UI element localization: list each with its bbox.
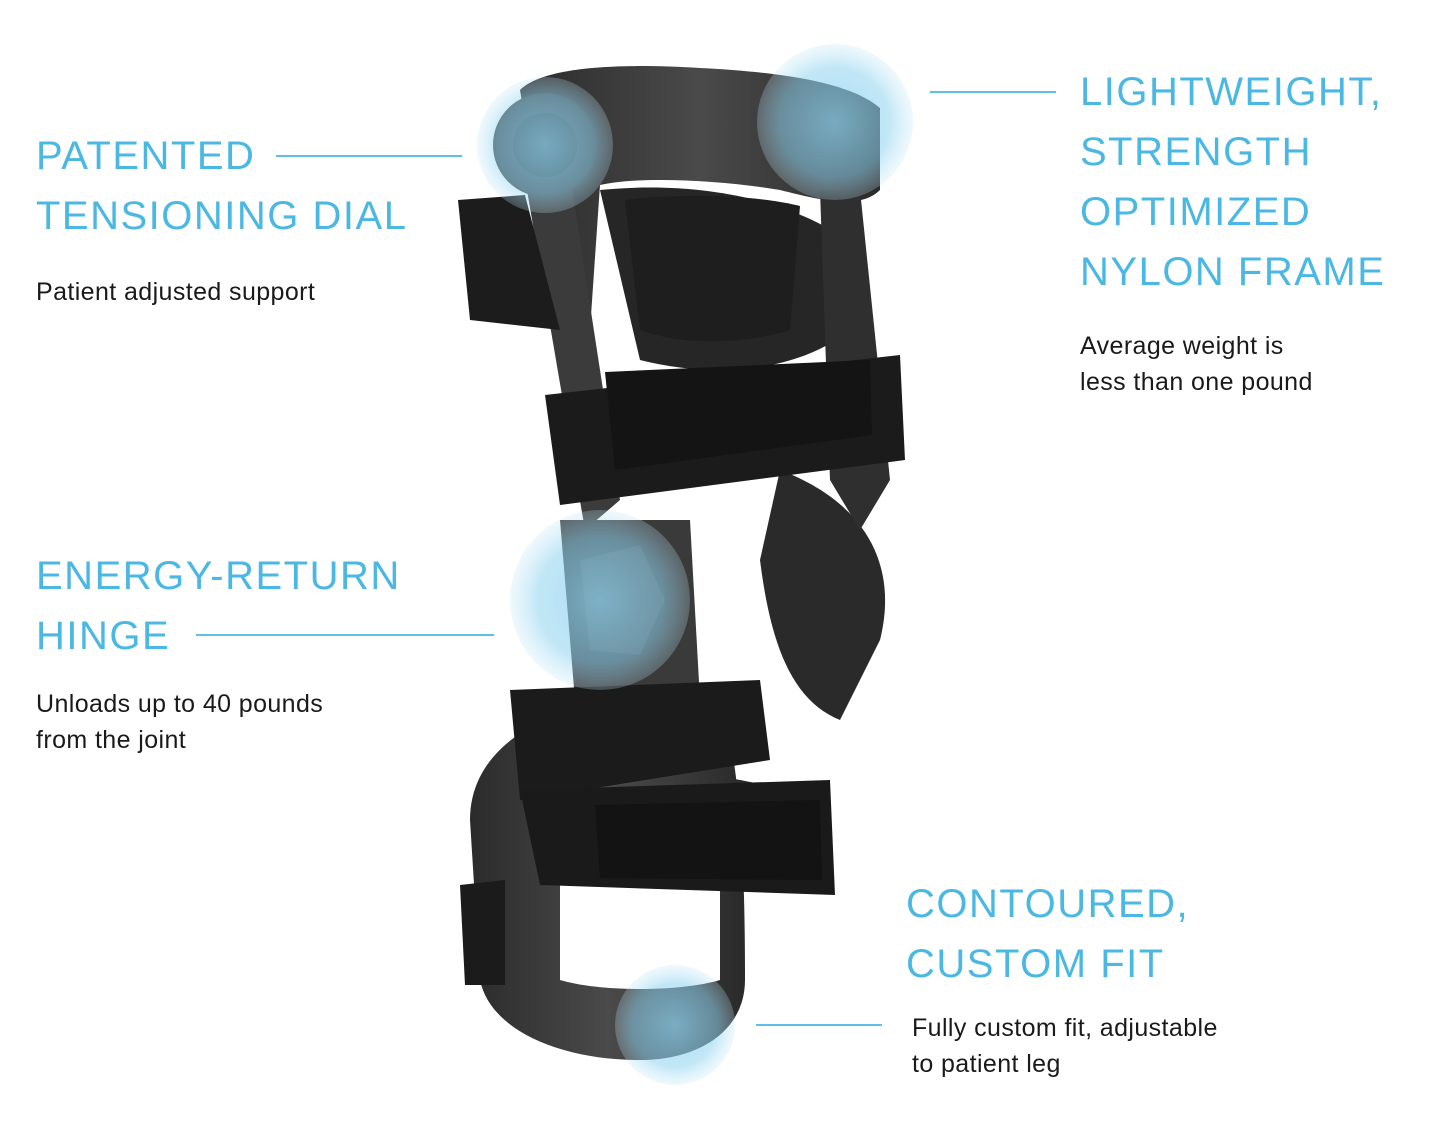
frame-title: LIGHTWEIGHT, STRENGTH OPTIMIZED NYLON FR… xyxy=(1080,70,1386,294)
fit-title: CONTOURED, CUSTOM FIT xyxy=(906,882,1190,986)
frame-callout-line xyxy=(930,91,1056,93)
frame-description: Average weight is less than one pound xyxy=(1080,332,1313,396)
frame-highlight xyxy=(757,44,913,200)
calf-strap-tab xyxy=(595,800,822,880)
hinge-title: ENERGY-RETURN HINGE xyxy=(36,554,401,658)
dial-title: PATENTED TENSIONING DIAL xyxy=(36,134,408,238)
shin-strap xyxy=(460,880,505,985)
dial-highlight xyxy=(477,77,613,213)
upper-cuff-opening xyxy=(625,195,800,342)
fit-highlight xyxy=(615,965,735,1085)
calf-liner xyxy=(760,470,886,720)
calf-strap-upper xyxy=(510,680,770,800)
hinge-highlight xyxy=(510,510,690,690)
fit-description: Fully custom fit, adjustable to patient … xyxy=(912,1014,1218,1078)
dial-callout-line xyxy=(276,155,462,157)
thigh-strap-tab xyxy=(605,360,872,470)
hinge-description: Unloads up to 40 pounds from the joint xyxy=(36,690,324,754)
dial-description: Patient adjusted support xyxy=(36,278,316,306)
fit-callout-line xyxy=(756,1024,882,1026)
lower-cuff-opening xyxy=(560,872,720,989)
thigh-strap-upper xyxy=(458,195,560,330)
hinge-callout-line xyxy=(196,634,494,636)
